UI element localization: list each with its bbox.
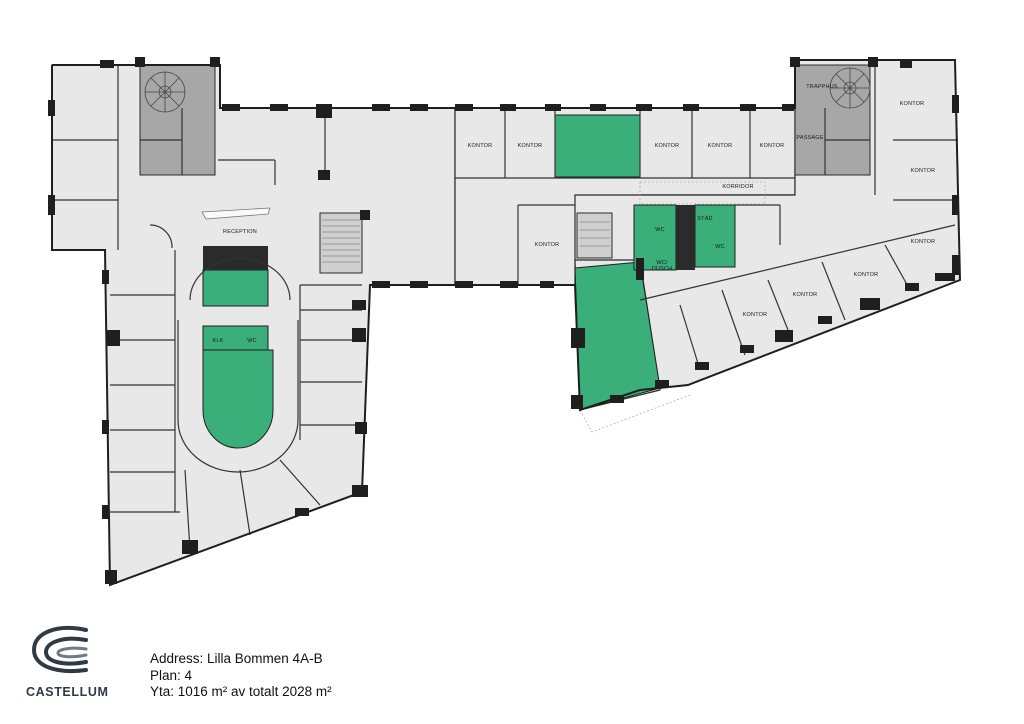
room-label: TRAPPHUS [806,84,838,90]
room-label: WC [655,227,665,233]
room-label: WC [247,338,257,344]
room-label: KONTOR [468,143,493,149]
plan-text: Plan: 4 [150,667,193,683]
property-info: Address: Lilla Bommen 4A-B Plan: 4 Yta: … [150,651,332,701]
castellum-logo-icon [31,626,88,673]
logo-wordmark: CASTELLUM [26,685,109,699]
room-label: KONTOR [760,143,785,149]
room-label: KONTOR [535,242,560,248]
room-label: KLK [213,338,224,344]
room-label: KONTOR [708,143,733,149]
room-label: KONTOR [911,168,936,174]
room-label: KONTOR [854,272,879,278]
reception-corridor-walls [149,224,299,473]
room-labels: KONTOR KONTOR KONTOR KONTOR KONTOR KONTO… [213,84,936,344]
floor-plan: KONTOR KONTOR KONTOR KONTOR KONTOR KONTO… [48,57,962,587]
straight-stair [322,219,610,263]
spiral-stair-east [829,67,871,109]
room-label: KONTOR [518,143,543,149]
room-label: KORRIDOR [722,184,753,190]
room-label: KONTOR [793,292,818,298]
room-label: KONTOR [743,312,768,318]
leased-areas [202,114,736,449]
room-label: WC [715,244,725,250]
wall-outlines [51,59,962,587]
balcony-outline [579,181,766,433]
room-label: PASSAGE [796,135,823,141]
room-label: RECEPTION [223,229,257,235]
spiral-stair-west [144,71,186,113]
room-label: KONTOR [655,143,680,149]
partition-walls [52,65,958,551]
stair-lift-areas [319,212,613,274]
room-label: KONTOR [911,239,936,245]
area-text: Yta: 1016 m² av totalt 2028 m² [150,684,332,699]
reception-desk [201,207,271,220]
room-label: KONTOR [900,101,925,107]
room-label: STÄD [697,215,712,222]
room-label: DUSCH [652,266,673,272]
room-label: WC/ [656,260,668,266]
address-text: Address: Lilla Bommen 4A-B [150,651,323,666]
